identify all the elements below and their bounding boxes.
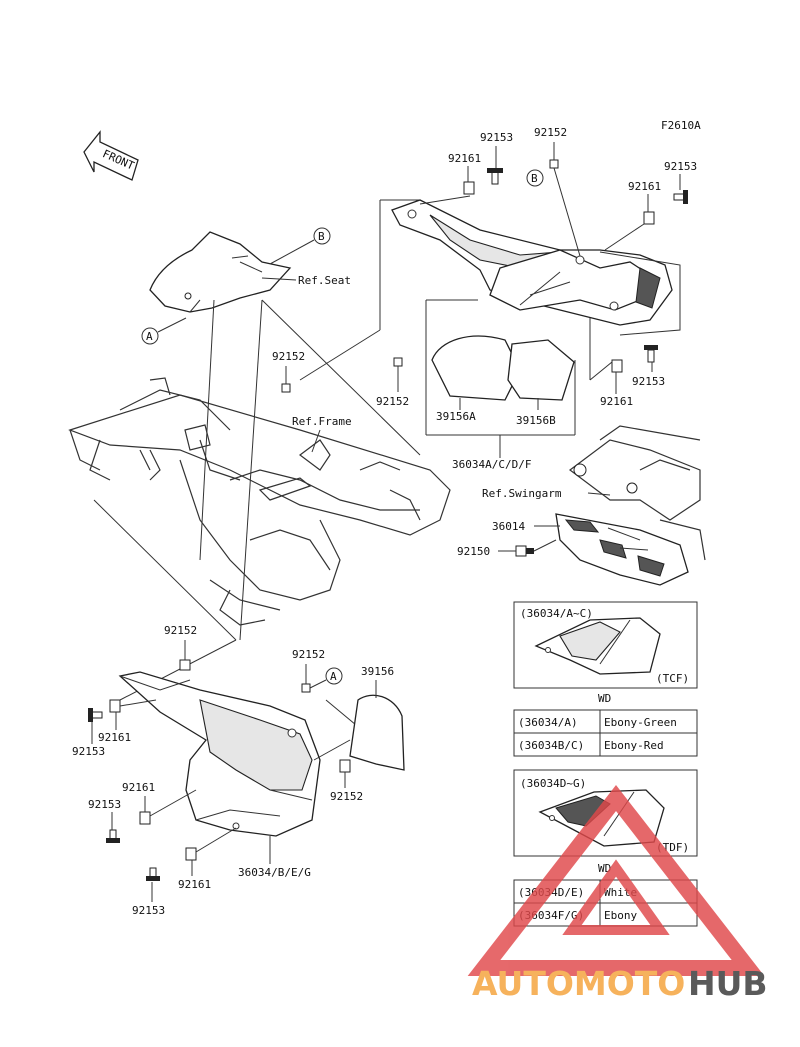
swingarm-cover-36014-drawing (555, 513, 689, 586)
bolt-icon (673, 190, 688, 204)
part-39156a: 39156A (436, 410, 476, 423)
inset2-title: (36034D~G) (520, 777, 586, 790)
inset1-row1-color: Ebony-Green (604, 716, 677, 729)
ref-seat-label: Ref.Seat (298, 274, 351, 287)
part-92161-lower-c: 92161 (178, 878, 211, 891)
part-92152-mid: 92152 (376, 395, 409, 408)
part-92153-top: 92153 (480, 131, 513, 144)
part-92161-top: 92161 (448, 152, 481, 165)
part-92161-lower-b: 92161 (122, 781, 155, 794)
watermark-part1: AUTOMOTO (472, 964, 685, 1003)
callout-a-circle (141, 327, 159, 345)
inset1-table: (36034/A) Ebony-Green (36034B/C) Ebony-R… (513, 709, 698, 757)
part-92152-lower-mid: 92152 (292, 648, 325, 661)
part-39156: 39156 (361, 665, 394, 678)
inset1-row2-code: (36034B/C) (518, 739, 584, 752)
nut-icon (301, 683, 311, 693)
callout-a-lower: A (330, 670, 337, 683)
inset1-tag: (TCF) (656, 672, 689, 685)
ref-swingarm-label: Ref.Swingarm (482, 487, 562, 500)
part-92152-left: 92152 (272, 350, 305, 363)
callout-a-circle (325, 667, 343, 685)
watermark-logo-icon (467, 784, 765, 976)
part-92153-right: 92153 (664, 160, 697, 173)
nut-icon (185, 847, 197, 861)
callout-b-seat: B (318, 230, 325, 243)
side-cover-lower-drawing (118, 671, 321, 837)
part-92153-lower-a: 92153 (72, 745, 105, 758)
part-92153-lower-b: 92153 (88, 798, 121, 811)
frame-ref-drawing (68, 377, 451, 626)
nut-icon (643, 211, 655, 225)
bolt-icon (515, 545, 534, 557)
nut-icon (281, 383, 291, 393)
callout-b-circle (526, 169, 544, 187)
bolt-icon (146, 867, 160, 881)
part-36014: 36014 (492, 520, 525, 533)
inset1-title: (36034/A~C) (520, 607, 593, 620)
part-92152-lower-right: 92152 (330, 790, 363, 803)
part-92153-lower: 92153 (632, 375, 665, 388)
nut-icon (339, 759, 351, 773)
part-92161-lower-a: 92161 (98, 731, 131, 744)
part-92152-lower-left: 92152 (164, 624, 197, 637)
nut-icon (179, 659, 191, 671)
inset1-row1-code: (36034/A) (518, 716, 578, 729)
pad-39156b-drawing (507, 339, 575, 401)
nut-icon (139, 811, 151, 825)
part-36034beg: 36034/B/E/G (238, 866, 311, 879)
pad-39156a-drawing (431, 335, 521, 401)
nut-icon (463, 181, 475, 195)
nut-icon (109, 699, 121, 713)
part-92152-top: 92152 (534, 126, 567, 139)
bolt-icon (487, 168, 503, 185)
inset1-row2-color: Ebony-Red (604, 739, 664, 752)
swingarm-ref-drawing (569, 425, 706, 561)
side-cover-upper-drawing (391, 199, 681, 336)
bolt-icon (106, 829, 120, 843)
part-92150: 92150 (457, 545, 490, 558)
nut-icon (549, 159, 559, 169)
callout-a-seat: A (146, 330, 153, 343)
watermark-text: AUTOMOTO HUB (472, 964, 768, 1003)
callout-b-cover: B (531, 172, 538, 185)
part-36034acdf: 36034A/C/D/F (452, 458, 531, 471)
front-arrow-icon: FRONT (83, 130, 139, 181)
part-92153-lower-c: 92153 (132, 904, 165, 917)
callout-b-circle (313, 227, 331, 245)
bolt-icon (88, 708, 103, 722)
ref-frame-label: Ref.Frame (292, 415, 352, 428)
part-39156b: 39156B (516, 414, 556, 427)
nut-icon (393, 357, 403, 367)
pad-39156-drawing (349, 694, 405, 771)
figure-code: F2610A (661, 119, 701, 132)
watermark-part2: HUB (688, 964, 768, 1003)
part-92161-lower: 92161 (600, 395, 633, 408)
seat-ref-drawing (149, 231, 292, 313)
inset-tcf: (36034/A~C) (TCF) (513, 601, 698, 689)
bolt-icon (644, 345, 658, 363)
inset2-row2-color: Ebony (604, 909, 637, 922)
nut-icon (611, 359, 623, 373)
part-92161-right: 92161 (628, 180, 661, 193)
inset1-wd: WD (598, 692, 611, 705)
